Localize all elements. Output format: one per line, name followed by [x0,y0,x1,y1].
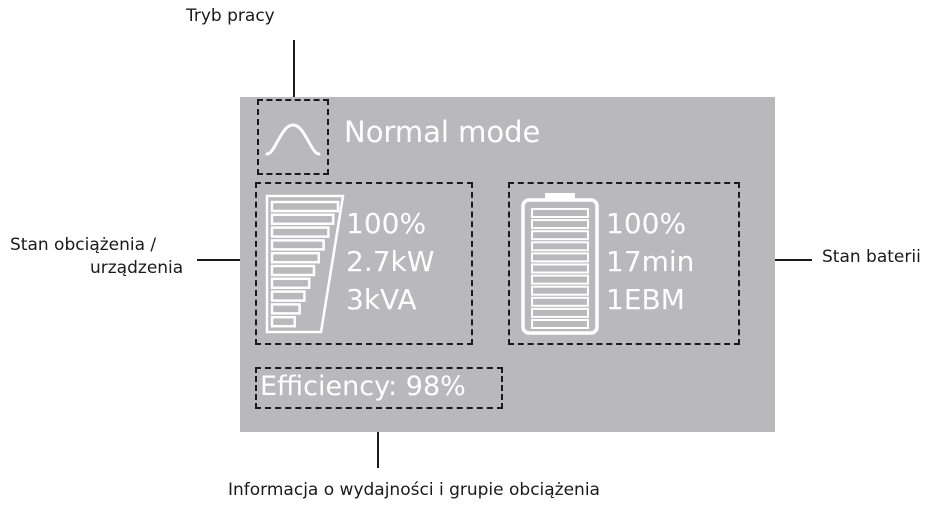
load-bar-segment [270,226,330,238]
callout-efficiency-info: Informacja o wydajności i grupie obciąże… [228,480,600,500]
battery-bar-segment [531,263,589,274]
load-bar-segment [270,200,340,213]
leader-line-efficiency [377,408,379,468]
load-bar-frame [265,194,345,334]
load-bars-icon [265,194,345,334]
battery-bar-segment [531,319,589,329]
callout-operating-mode: Tryb pracy [186,6,275,26]
load-bar-segment [270,213,335,226]
battery-ebm: 1EBM [606,283,685,316]
load-power: 2.7kW [346,245,435,278]
leader-line-mode [293,40,295,98]
load-percent: 100% [346,207,427,240]
lcd-screen: Normal mode 100% 2.7kW 3kVA 100% 17min 1… [240,97,775,432]
battery-bar-segment [531,230,589,241]
load-bar-segment [270,303,301,315]
leader-line-load [197,259,259,261]
callout-load-status-line1: Stan obciążenia / [10,235,157,255]
battery-bar-segment [531,208,589,218]
load-bar-segment [270,251,321,264]
callout-battery-status: Stan baterii [822,247,921,267]
battery-icon [521,193,599,335]
load-bar-segment [270,264,316,277]
battery-bar-segment [531,296,589,307]
battery-status-highlight [508,182,740,345]
battery-bar-segment [531,252,589,263]
mode-icon-highlight [257,99,329,175]
load-status-highlight [255,182,473,345]
load-bar-segment [270,290,306,302]
battery-runtime: 17min [606,245,695,278]
efficiency-value: Efficiency: 98% [260,371,466,402]
callout-load-status-line2: urządzenia [90,258,184,278]
battery-bar-segment [531,219,589,230]
load-bar-segment [270,239,325,251]
load-bar-segment [270,315,297,328]
battery-bar-segment [531,274,589,285]
leader-line-battery [738,259,812,261]
sine-wave-icon [265,123,321,156]
battery-bar-segment [531,307,589,318]
battery-bar-segment [531,285,589,296]
mode-label: Normal mode [344,115,541,149]
efficiency-highlight [255,367,503,409]
battery-bar-segment [531,241,589,252]
load-apparent-power: 3kVA [346,283,417,316]
battery-percent: 100% [606,207,687,240]
load-bar-segment [270,277,311,290]
